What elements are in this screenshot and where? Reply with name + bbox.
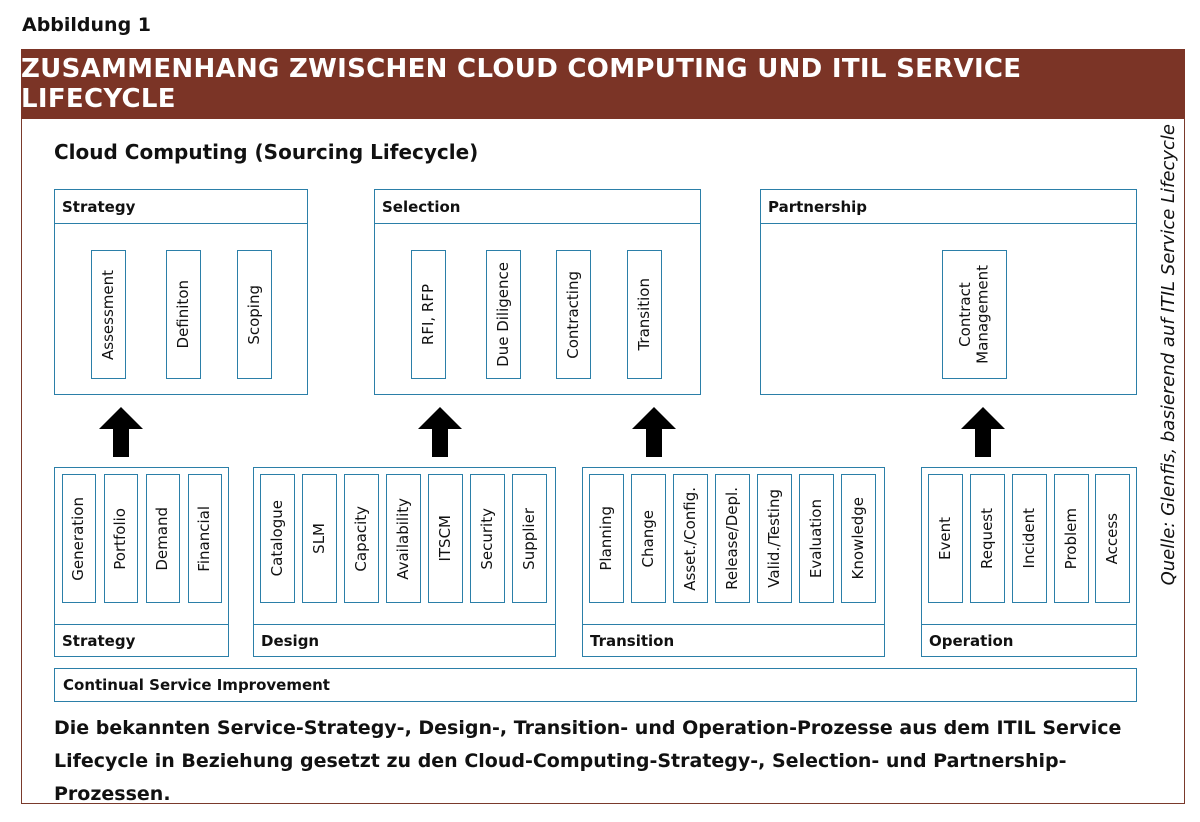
item-label: Release/Depl. — [722, 487, 741, 590]
up-arrow-icon — [99, 407, 143, 457]
title-banner: ZUSAMMENHANG ZWISCHEN CLOUD COMPUTING UN… — [21, 49, 1185, 119]
cloud-selection-item: Transition — [627, 250, 662, 379]
itil-operation-header: Operation — [922, 624, 1136, 656]
itil-design-header: Design — [254, 624, 555, 656]
item-label: Financial — [195, 505, 214, 572]
item-label: Valid./Testing — [764, 489, 783, 588]
item-label: Generation — [69, 496, 88, 581]
item-label: Security — [477, 507, 496, 570]
item-label: SLM — [309, 523, 328, 554]
itil-transition-item: Evaluation — [799, 474, 834, 603]
itil-operation-item: Problem — [1054, 474, 1089, 603]
title-text: ZUSAMMENHANG ZWISCHEN CLOUD COMPUTING UN… — [21, 54, 1022, 114]
itil-design-item: Availability — [386, 474, 421, 603]
item-label: Demand — [153, 506, 172, 571]
cloud-selection-item: RFI, RFP — [411, 250, 446, 379]
item-label: Transition — [634, 278, 653, 351]
source-note: Quelle: Glenfis, basierend auf ITIL Serv… — [1148, 124, 1188, 585]
cloud-strategy-item: Assessment — [91, 250, 126, 379]
cloud-selection-header: Selection — [375, 190, 700, 224]
itil-design-item: Capacity — [344, 474, 379, 603]
itil-operation-item: Request — [970, 474, 1005, 603]
figure-label: Abbildung 1 — [22, 14, 152, 36]
item-label: Definiton — [173, 280, 192, 349]
source-text: Quelle: Glenfis, basierend auf ITIL Serv… — [1157, 124, 1179, 586]
itil-strategy-item: Portfolio — [104, 474, 138, 603]
item-label: Catalogue — [267, 500, 286, 577]
item-label: Scoping — [244, 284, 263, 345]
itil-transition-item: Valid./Testing — [757, 474, 792, 603]
cloud-computing-heading: Cloud Computing (Sourcing Lifecycle) — [54, 140, 479, 164]
continual-service-improvement-bar: Continual Service Improvement — [54, 668, 1137, 702]
figure-caption: Die bekannten Service-Strategy-, Design-… — [54, 717, 1122, 805]
itil-transition-item: Asset./Config. — [673, 474, 708, 603]
item-label: Planning — [596, 506, 615, 571]
item-label: Evaluation — [806, 498, 825, 579]
cloud-strategy-item: Definiton — [166, 250, 201, 379]
itil-design-item: Supplier — [512, 474, 547, 603]
itil-transition-item: Knowledge — [841, 474, 876, 603]
itil-design-item: SLM — [302, 474, 337, 603]
item-label: RFI, RFP — [418, 283, 437, 346]
item-label: Access — [1102, 512, 1121, 565]
item-label: Availability — [393, 497, 412, 580]
item-label: Incident — [1019, 508, 1038, 569]
up-arrow-icon — [961, 407, 1005, 457]
item-label: Problem — [1061, 507, 1080, 570]
itil-transition-header: Transition — [583, 624, 884, 656]
item-label: Contracting — [563, 270, 582, 359]
itil-transition-item: Change — [631, 474, 666, 603]
itil-transition-item: Release/Depl. — [715, 474, 750, 603]
itil-strategy-item: Demand — [146, 474, 180, 603]
itil-operation-item: Incident — [1012, 474, 1047, 603]
itil-transition-item: Planning — [589, 474, 624, 603]
item-label: Contract Management — [956, 265, 992, 364]
item-label: Event — [935, 517, 954, 560]
item-label: Supplier — [519, 507, 538, 570]
cloud-selection-item: Due Diligence — [486, 250, 521, 379]
up-arrow-icon — [632, 407, 676, 457]
itil-strategy-item: Generation — [62, 474, 96, 603]
itil-design-item: Catalogue — [260, 474, 295, 603]
cloud-partnership-header: Partnership — [761, 190, 1136, 224]
item-label: Due Diligence — [493, 262, 512, 367]
cloud-strategy-item: Scoping — [237, 250, 272, 379]
itil-design-item: Security — [470, 474, 505, 603]
itil-operation-item: Access — [1095, 474, 1130, 603]
cloud-selection-item: Contracting — [556, 250, 591, 379]
itil-operation-item: Event — [928, 474, 963, 603]
itil-strategy-item: Financial — [188, 474, 222, 603]
item-label: ITSCM — [435, 515, 454, 562]
item-label: Portfolio — [111, 507, 130, 570]
item-label: Change — [638, 509, 657, 568]
item-label: Asset./Config. — [680, 486, 699, 591]
cloud-partnership-item: Contract Management — [942, 250, 1007, 379]
up-arrow-icon — [418, 407, 462, 457]
item-label: Assessment — [98, 269, 117, 360]
itil-design-item: ITSCM — [428, 474, 463, 603]
item-label: Capacity — [351, 505, 370, 572]
cloud-strategy-header: Strategy — [55, 190, 307, 224]
item-label: Request — [977, 508, 996, 569]
itil-strategy-header: Strategy — [55, 624, 228, 656]
item-label: Knowledge — [848, 497, 867, 580]
